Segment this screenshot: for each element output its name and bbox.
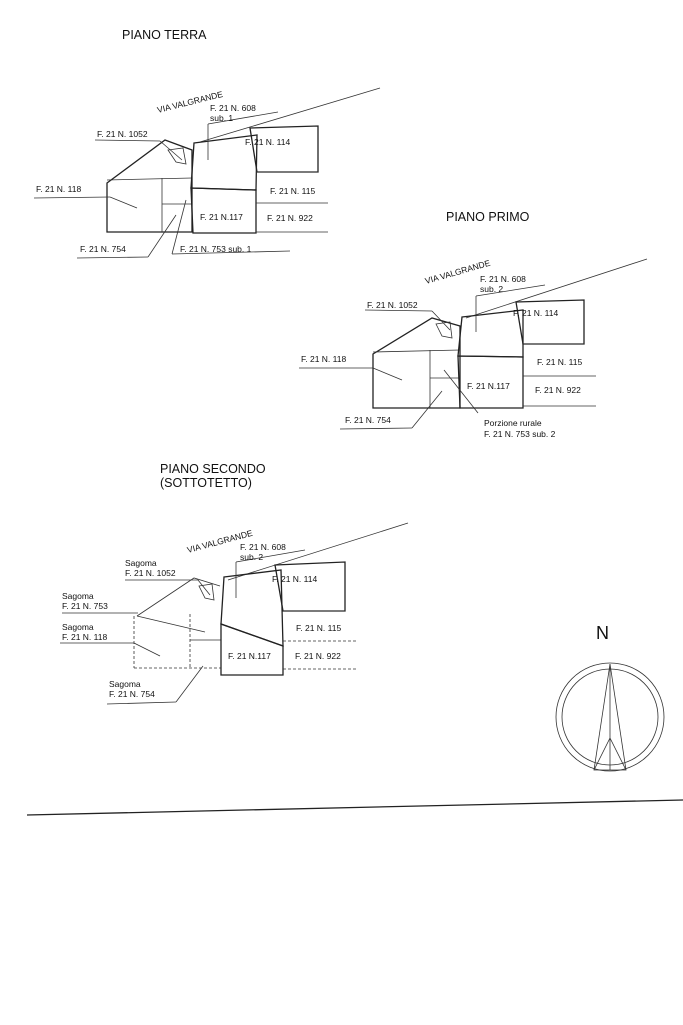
ground-label-1052: F. 21 N. 1052 xyxy=(97,129,148,139)
second-label-608-sub: sub. 2 xyxy=(240,552,263,562)
second-road-line xyxy=(227,522,409,581)
second-label-114: F. 21 N. 114 xyxy=(272,574,317,584)
ground-label-754: F. 21 N. 754 xyxy=(80,244,126,254)
ground-building-117 xyxy=(190,187,257,234)
second-label-608: F. 21 N. 608 xyxy=(240,542,286,552)
second-label-118: F. 21 N. 118 xyxy=(62,632,107,642)
first-label-115: F. 21 N. 115 xyxy=(537,357,582,367)
second-label-922: F. 21 N. 922 xyxy=(295,651,341,661)
ground-floor-plan: PIANO TERRA VIA VALGRANDE F. 21 N. 608 s… xyxy=(33,28,381,259)
second-label-753: F. 21 N. 753 xyxy=(62,601,108,611)
ground-label-117: F. 21 N.117 xyxy=(200,212,243,222)
second-building-114 xyxy=(274,561,346,612)
north-outer-circle xyxy=(555,662,665,772)
first-label-114: F. 21 N. 114 xyxy=(513,308,558,318)
second-floor-subtitle: (SOTTOTETTO) xyxy=(160,476,252,490)
second-floor-title: PIANO SECONDO xyxy=(160,462,266,476)
ground-label-608-sub: sub. 1 xyxy=(210,113,233,123)
first-road-line xyxy=(465,258,648,319)
ground-building-west xyxy=(106,139,193,233)
second-label-sagoma-118: Sagoma xyxy=(62,622,94,632)
second-building-117 xyxy=(220,623,284,676)
ground-label-608: F. 21 N. 608 xyxy=(210,103,256,113)
ground-label-753: F. 21 N. 753 sub. 1 xyxy=(180,244,252,254)
second-label-sagoma-1052: Sagoma xyxy=(125,558,157,568)
first-label-1052: F. 21 N. 1052 xyxy=(367,300,418,310)
ground-building-114 xyxy=(249,125,319,173)
ground-road-line xyxy=(199,87,381,143)
second-label-117: F. 21 N.117 xyxy=(228,651,271,661)
ground-label-922: F. 21 N. 922 xyxy=(267,213,313,223)
first-floor-plan: PIANO PRIMO VIA VALGRANDE F. 21 N. 608 s… xyxy=(299,210,648,439)
first-label-118: F. 21 N. 118 xyxy=(301,354,346,364)
second-label-1052: F. 21 N. 1052 xyxy=(125,568,176,578)
second-floor-plan: PIANO SECONDO (SOTTOTETTO) VIA VALGRANDE… xyxy=(60,462,409,705)
second-label-sagoma-754: Sagoma xyxy=(109,679,141,689)
second-label-115: F. 21 N. 115 xyxy=(296,623,341,633)
north-label: N xyxy=(596,623,609,643)
ground-label-115: F. 21 N. 115 xyxy=(270,186,315,196)
sheet-bottom-rule xyxy=(26,799,683,816)
ground-floor-title: PIANO TERRA xyxy=(122,28,207,42)
first-building-west xyxy=(372,317,461,409)
ground-label-118: F. 21 N. 118 xyxy=(36,184,81,194)
north-arrow: N xyxy=(555,623,665,772)
first-label-608: F. 21 N. 608 xyxy=(480,274,526,284)
first-label-922: F. 21 N. 922 xyxy=(535,385,581,395)
first-floor-title: PIANO PRIMO xyxy=(446,210,530,224)
ground-label-114: F. 21 N. 114 xyxy=(245,137,290,147)
first-label-117: F. 21 N.117 xyxy=(467,381,510,391)
first-label-754: F. 21 N. 754 xyxy=(345,415,391,425)
second-label-sagoma-753: Sagoma xyxy=(62,591,94,601)
first-building-114 xyxy=(515,299,585,345)
first-label-rural: Porzione rurale xyxy=(484,418,542,428)
first-label-608-sub: sub. 2 xyxy=(480,284,503,294)
second-label-754: F. 21 N. 754 xyxy=(109,689,155,699)
first-building-117 xyxy=(457,355,524,409)
first-label-753: F. 21 N. 753 sub. 2 xyxy=(484,429,556,439)
